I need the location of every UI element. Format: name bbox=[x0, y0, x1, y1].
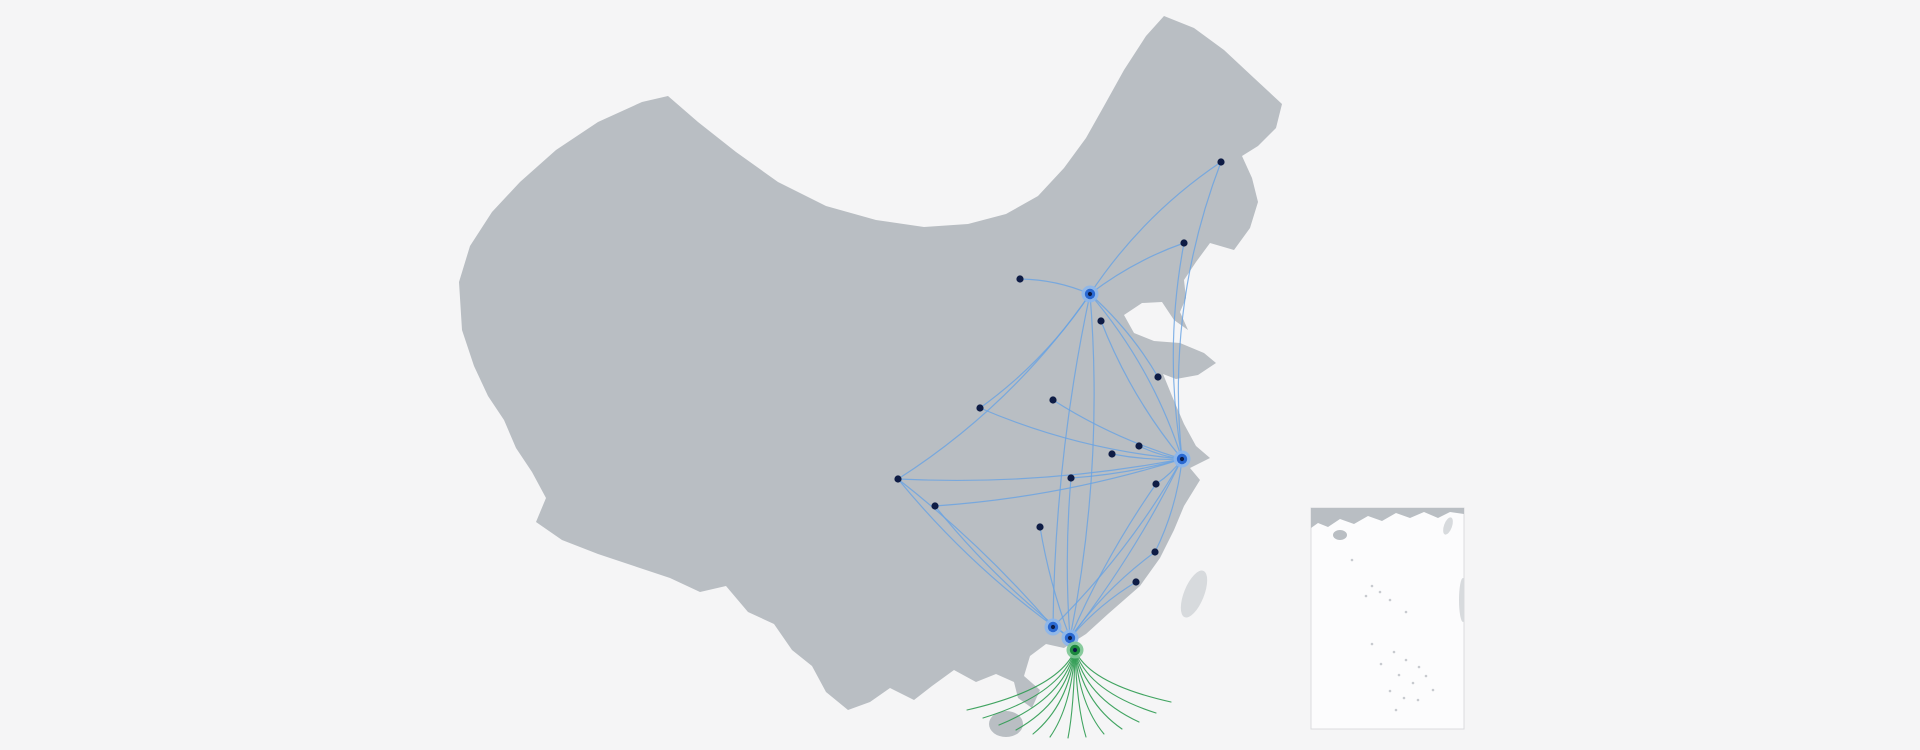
route-arc-shanghai-chengdu bbox=[897, 458, 1183, 482]
route-arc-guangzhou-chengdu bbox=[897, 478, 1054, 628]
city-dot-chengdu[interactable] bbox=[894, 475, 902, 483]
route-arc-shanghai-chongqing bbox=[934, 458, 1183, 507]
green-route-arc bbox=[966, 649, 1076, 711]
green-route-arc bbox=[1015, 649, 1076, 731]
city-dot-chongqing[interactable] bbox=[931, 502, 939, 510]
route-arc-shenzhen-xiamen bbox=[1069, 581, 1137, 639]
hub-marker-shanghai[interactable] bbox=[1173, 450, 1191, 468]
inset-island-dot bbox=[1394, 708, 1398, 712]
route-arc-shanghai-shenyang bbox=[1172, 242, 1185, 460]
city-dot-hohhot[interactable] bbox=[1016, 275, 1024, 283]
hub-center bbox=[1067, 635, 1073, 641]
hub-marker-beijing[interactable] bbox=[1081, 285, 1099, 303]
city-dot-tianjin[interactable] bbox=[1097, 317, 1105, 325]
inset-island-dot bbox=[1370, 642, 1374, 646]
city-dot-hangzhou[interactable] bbox=[1152, 480, 1160, 488]
green-route-arc bbox=[982, 649, 1076, 719]
inset-island-dot bbox=[1379, 662, 1383, 666]
inset-island-dot bbox=[1370, 584, 1374, 588]
inset-island-dot bbox=[1350, 558, 1354, 562]
route-arc-shenzhen-wuhan bbox=[1066, 477, 1072, 639]
route-arc-beijing-harbin bbox=[1089, 161, 1222, 295]
green-route-arc bbox=[1074, 649, 1087, 738]
inset-luzon-shape bbox=[1459, 578, 1464, 622]
route-arc-beijing-shenyang bbox=[1089, 242, 1185, 295]
city-dot-xiamen[interactable] bbox=[1132, 578, 1140, 586]
green-route-arc bbox=[998, 649, 1076, 726]
inset-island-dot bbox=[1411, 681, 1415, 685]
inset-islands-layer bbox=[1350, 558, 1435, 712]
city-dot-xian[interactable] bbox=[976, 404, 984, 412]
hub-center bbox=[1050, 624, 1056, 630]
hub-center bbox=[1179, 456, 1185, 462]
route-arc-shanghai-guangzhou bbox=[1052, 458, 1183, 628]
inset-taiwan-shape bbox=[1443, 517, 1453, 535]
city-dot-hefei[interactable] bbox=[1108, 450, 1116, 458]
route-arc-shanghai-tianjin bbox=[1100, 320, 1183, 460]
china-mainland-shape bbox=[459, 16, 1282, 710]
route-arc-shenzhen-chengdu bbox=[897, 478, 1071, 639]
hub-marker-guangzhou[interactable] bbox=[1044, 618, 1062, 636]
inset-island-dot bbox=[1404, 658, 1408, 662]
green-route-arc bbox=[1074, 649, 1105, 735]
inset-island-dot bbox=[1397, 673, 1401, 677]
inset-coast-shape bbox=[1311, 508, 1464, 528]
route-arc-shanghai-xian bbox=[979, 407, 1183, 460]
route-arc-shanghai-harbin bbox=[1177, 161, 1222, 460]
inset-island-dot bbox=[1388, 598, 1392, 602]
route-arc-shanghai-wuhan bbox=[1070, 458, 1183, 479]
green-route-arc bbox=[1074, 649, 1157, 714]
inset-island-dot bbox=[1431, 688, 1435, 692]
inset-island-dot bbox=[1404, 610, 1408, 614]
green-route-arc bbox=[1074, 649, 1140, 723]
route-arc-beijing-shenzhen bbox=[1069, 293, 1095, 639]
inset-content bbox=[1311, 508, 1464, 712]
city-dot-nanjing[interactable] bbox=[1135, 442, 1143, 450]
inset-island-dot bbox=[1392, 650, 1396, 654]
green-route-arc bbox=[1049, 649, 1076, 738]
inset-island-dot bbox=[1364, 594, 1368, 598]
route-arc-shanghai-zhengzhou bbox=[1052, 399, 1183, 460]
hub-center bbox=[1072, 647, 1078, 653]
inset-island-dot bbox=[1402, 696, 1406, 700]
route-arc-beijing-qingdao bbox=[1089, 293, 1159, 378]
city-dot-fuzhou[interactable] bbox=[1151, 548, 1159, 556]
inset-island-dot bbox=[1417, 665, 1421, 669]
route-arc-beijing-chengdu bbox=[897, 293, 1091, 480]
route-arc-shenzhen-hangzhou bbox=[1069, 483, 1157, 639]
inset-border bbox=[1310, 507, 1465, 730]
route-arc-beijing-shanghai bbox=[1089, 293, 1183, 460]
taiwan-island-shape bbox=[1180, 570, 1208, 618]
route-arc-shanghai-fuzhou bbox=[1154, 458, 1183, 553]
city-dot-qingdao[interactable] bbox=[1154, 373, 1162, 381]
route-arc-beijing-guangzhou bbox=[1052, 293, 1091, 628]
city-dot-harbin[interactable] bbox=[1217, 158, 1225, 166]
city-dot-zhengzhou[interactable] bbox=[1049, 396, 1057, 404]
route-arc-shenzhen-changsha bbox=[1039, 526, 1071, 639]
hub-center bbox=[1087, 291, 1093, 297]
city-dot-shenyang[interactable] bbox=[1180, 239, 1188, 247]
inset-island-dot bbox=[1388, 689, 1392, 693]
inset-hainan-shape bbox=[1333, 530, 1347, 540]
blue-routes-layer bbox=[897, 161, 1222, 639]
hub-marker-hongkong[interactable] bbox=[1066, 641, 1084, 659]
city-dot-wuhan[interactable] bbox=[1067, 474, 1075, 482]
green-route-arc bbox=[1074, 649, 1123, 730]
city-dot-changsha[interactable] bbox=[1036, 523, 1044, 531]
inset-island-dot bbox=[1378, 590, 1382, 594]
green-route-arc bbox=[1067, 649, 1076, 739]
city-dots-layer bbox=[894, 158, 1225, 659]
green-route-arc bbox=[1032, 649, 1076, 735]
inset-island-dot bbox=[1416, 698, 1420, 702]
inset-map bbox=[1310, 507, 1465, 730]
route-arc-shenzhen-fuzhou bbox=[1069, 551, 1156, 639]
inset-island-dot bbox=[1424, 674, 1428, 678]
